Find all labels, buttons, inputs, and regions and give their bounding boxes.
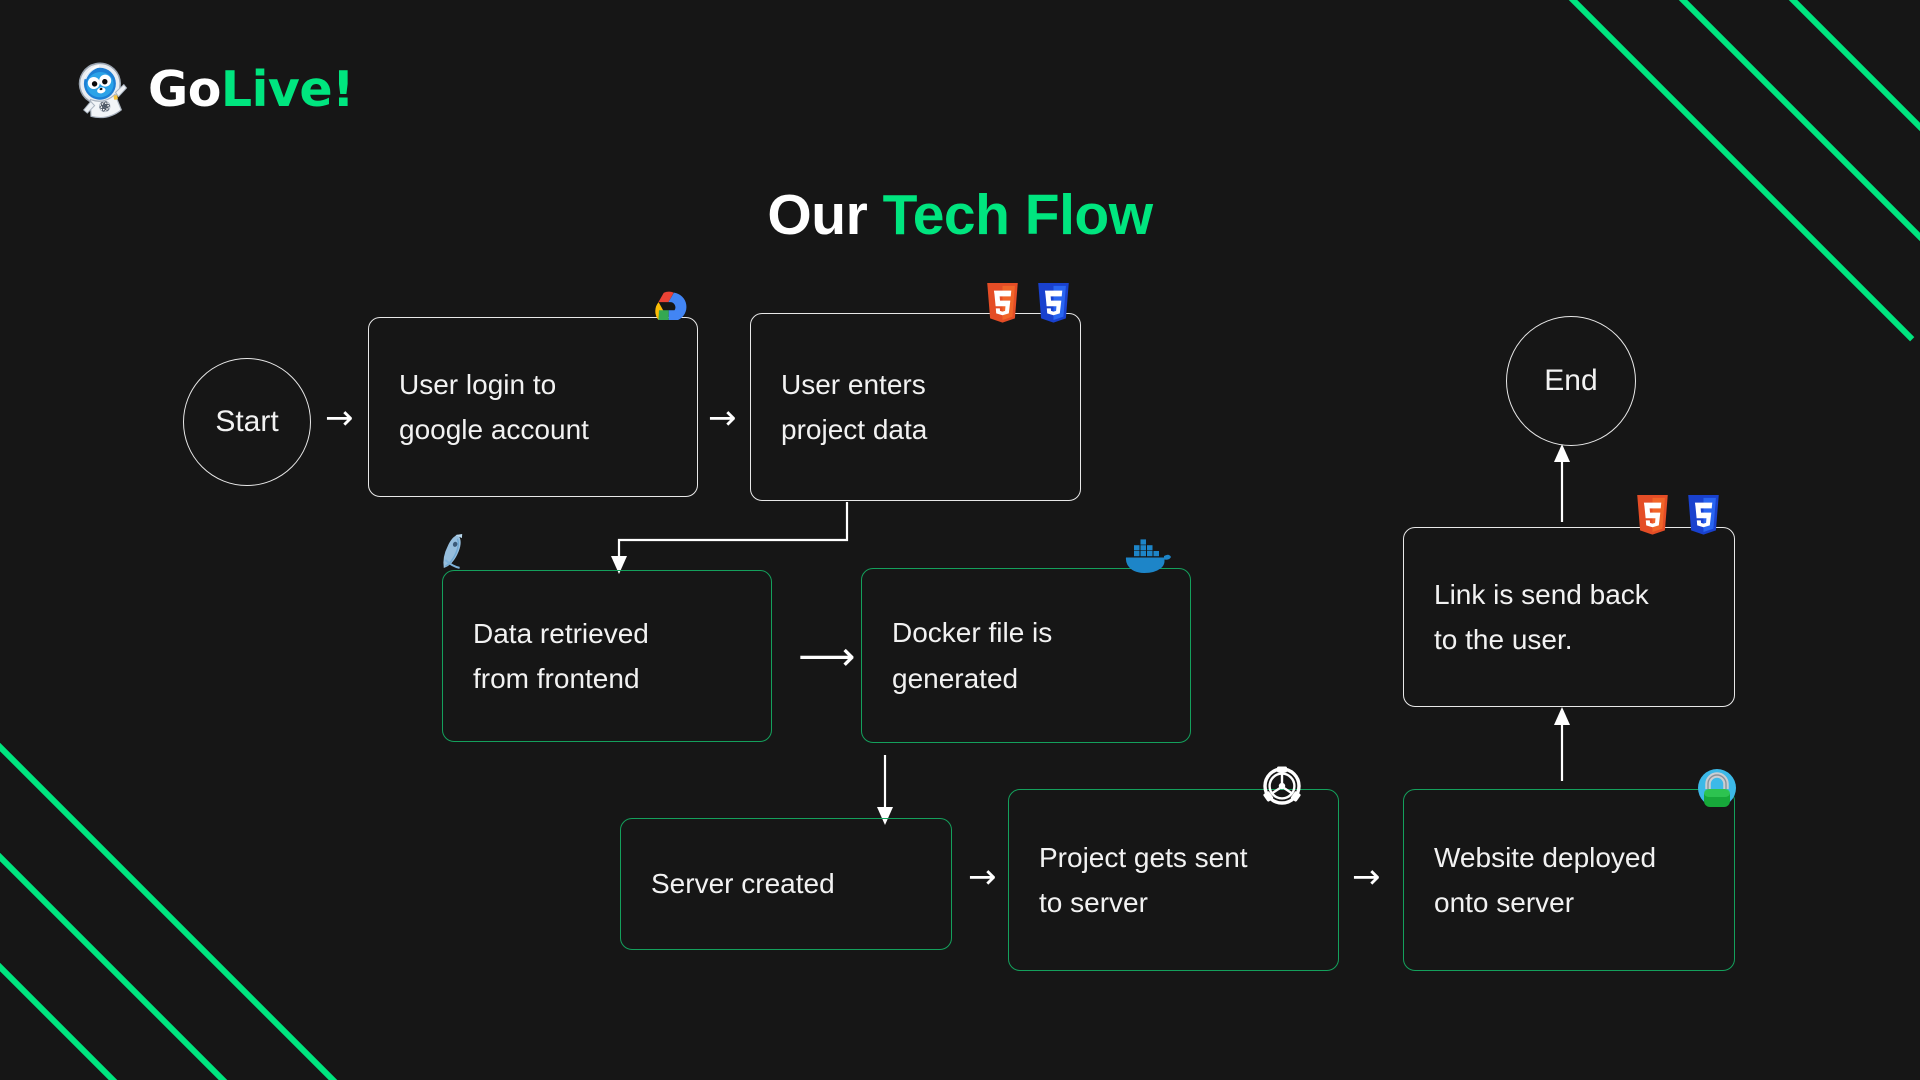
brand-wordmark: GoLive! <box>148 65 354 114</box>
flow-node-text: Link is send back to the user. <box>1434 572 1649 663</box>
connector-docker-to-server <box>877 755 893 825</box>
flow-node-project-sent[interactable]: Project gets sent to server <box>1008 789 1339 971</box>
flow-terminal-end[interactable]: End <box>1506 316 1636 446</box>
flow-node-data-retrieved[interactable]: Data retrieved from frontend <box>442 570 772 742</box>
css3-icon <box>1034 283 1073 325</box>
decor-stripes-bottom-left <box>0 728 425 1080</box>
flow-node-line2: to server <box>1039 887 1148 918</box>
flow-node-line1: Docker file is <box>892 617 1053 649</box>
flow-node-line2: project data <box>781 414 928 445</box>
arrow-start-to-login: → <box>325 398 354 438</box>
flow-node-line2: google account <box>399 414 589 445</box>
stripe <box>0 728 205 1080</box>
flow-node-docker-file[interactable]: Docker file is generated <box>861 568 1191 743</box>
google-cloud-icon <box>645 286 691 326</box>
go-gopher-icon <box>436 531 476 575</box>
flow-node-line1: Project gets sent <box>1039 841 1248 873</box>
css3-icon <box>1684 495 1723 537</box>
connector-link-to-end <box>1554 444 1570 522</box>
flow-node-text: Project gets sent to server <box>1039 835 1248 926</box>
flow-node-server-created[interactable]: Server created <box>620 818 952 950</box>
flow-node-link-sent-back[interactable]: Link is send back to the user. <box>1403 527 1735 707</box>
flow-node-line1: User login to <box>399 368 557 400</box>
arrow-sendproj-to-deploy: → <box>1352 857 1381 897</box>
flow-node-text: Data retrieved from frontend <box>473 611 649 702</box>
docker-icon <box>1120 537 1172 577</box>
flow-node-line1: Link is send back <box>1434 578 1649 610</box>
arrow-retrieve-to-docker: ⟶ <box>798 634 856 680</box>
flow-node-line1: Website deployed <box>1434 841 1657 873</box>
stripe <box>0 728 425 1080</box>
stripe <box>1581 0 1920 342</box>
html5-icon <box>983 283 1022 325</box>
flow-node-user-login[interactable]: User login to google account <box>368 317 698 497</box>
flow-node-user-enters-data[interactable]: User enters project data <box>750 313 1081 501</box>
flow-terminal-start[interactable]: Start <box>183 358 311 486</box>
connector-deploy-to-link <box>1554 707 1570 781</box>
flow-node-text: Server created <box>651 861 835 906</box>
flow-node-line1: Server created <box>651 868 835 900</box>
ssl-padlock-icon <box>1694 767 1740 813</box>
terminal-label: Start <box>215 405 279 438</box>
title-part-techflow: Tech Flow <box>882 183 1153 247</box>
flow-node-line1: Data retrieved <box>473 617 649 649</box>
flow-node-line1: User enters <box>781 368 926 400</box>
arrow-server-to-sendproj: → <box>968 857 997 897</box>
go-gopher-astronaut-icon <box>78 62 128 119</box>
title-part-our: Our <box>767 183 883 247</box>
stripe <box>1691 0 1920 342</box>
arrow-login-to-enterdata: → <box>708 398 737 438</box>
terminal-label: End <box>1544 364 1598 397</box>
flow-node-text: User login to google account <box>399 362 589 453</box>
brand-text-go: Go <box>148 60 221 118</box>
brand-logo: GoLive! <box>72 58 354 120</box>
flow-node-line2: onto server <box>1434 887 1575 918</box>
flow-node-text: Docker file is generated <box>892 610 1052 701</box>
stripe <box>1471 0 1915 342</box>
connector-enterdata-to-retrieve <box>611 502 849 574</box>
flow-node-line2: to the user. <box>1434 624 1573 655</box>
brand-text-live: Live! <box>220 60 355 118</box>
html5-icon <box>1633 495 1672 537</box>
page-title: Our Tech Flow <box>0 182 1920 248</box>
flow-node-text: Website deployed onto server <box>1434 835 1656 926</box>
flow-node-text: User enters project data <box>781 362 927 453</box>
scp-gear-icon <box>1258 762 1306 810</box>
flow-node-website-deployed[interactable]: Website deployed onto server <box>1403 789 1735 971</box>
stripe <box>0 728 315 1080</box>
flow-node-line2: from frontend <box>473 663 640 694</box>
flow-node-line2: generated <box>892 662 1019 694</box>
